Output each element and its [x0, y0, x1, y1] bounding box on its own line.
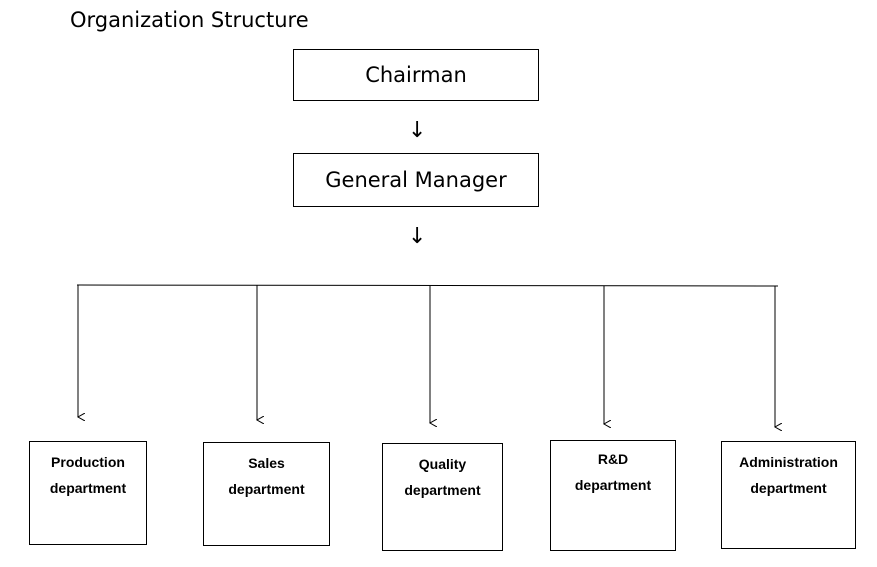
- department-box-production: Production department: [29, 441, 147, 545]
- department-name: Sales: [248, 455, 285, 471]
- department-suffix: department: [574, 477, 652, 493]
- department-name: Quality: [418, 456, 467, 472]
- department-box-administration: Administration department: [721, 441, 856, 549]
- arrow-down-icon: ↓: [408, 224, 427, 249]
- arrow-down-icon: ↓: [408, 118, 427, 143]
- department-name: Administration: [739, 454, 838, 470]
- department-name: Production: [51, 454, 125, 470]
- department-name: R&D: [597, 451, 629, 467]
- chairman-box: Chairman: [293, 49, 539, 101]
- department-box-quality: Quality department: [382, 443, 503, 551]
- department-suffix: department: [228, 481, 305, 497]
- diagram-title: Organization Structure: [70, 8, 309, 32]
- department-box-rd: R&D department: [550, 440, 676, 551]
- department-suffix: department: [750, 480, 827, 496]
- department-box-sales: Sales department: [203, 442, 330, 546]
- chairman-label: Chairman: [365, 63, 467, 87]
- general-manager-box: General Manager: [293, 153, 539, 207]
- general-manager-label: General Manager: [325, 168, 507, 192]
- department-suffix: department: [49, 480, 127, 496]
- horizontal-bus-line: [76, 284, 779, 287]
- department-suffix: department: [404, 482, 481, 498]
